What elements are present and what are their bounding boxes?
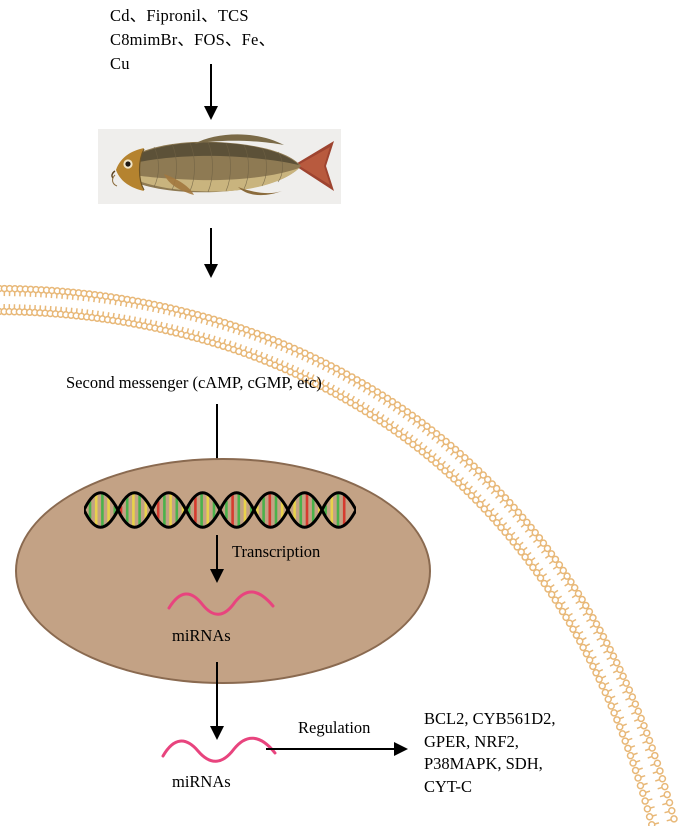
mirnas-cytoplasm-label: miRNAs [172,772,231,791]
arrow-chemicals-to-fish-head [204,106,218,120]
arrow-export-head [210,726,224,740]
arrow-export-shaft [216,662,219,728]
arrow-regulation-head [394,742,408,756]
mirnas-nuclear-label: miRNAs [172,626,231,645]
dna-double-helix [84,491,356,529]
mirna-strand-nuclear [167,590,275,616]
pollutant-list: Cd、Fipronil、TCS C8mimBr、FOS、Fe、 Cu [110,6,276,73]
arrow-transcription-head [210,569,224,583]
regulation-label: Regulation [298,718,371,737]
arrow-chemicals-to-fish-shaft [210,64,213,108]
transcription-label: Transcription [232,542,321,561]
second-messenger-label: Second messenger (cAMP, cGMP, etc) [66,373,322,392]
arrow-signal-to-nucleus-shaft [216,404,219,480]
carp-fish-illustration [98,129,341,204]
arrow-regulation-shaft [266,748,396,751]
fish-image [98,129,341,204]
target-gene-list: BCL2, CYB561D2, GPER, NRF2, P38MAPK, SDH… [424,709,556,796]
arrow-fish-to-membrane-shaft [210,228,213,266]
arrow-fish-to-membrane-head [204,264,218,278]
arrow-transcription-shaft [216,535,219,571]
mirna-strand-cytoplasm [161,736,277,763]
cell-membrane [0,284,678,826]
